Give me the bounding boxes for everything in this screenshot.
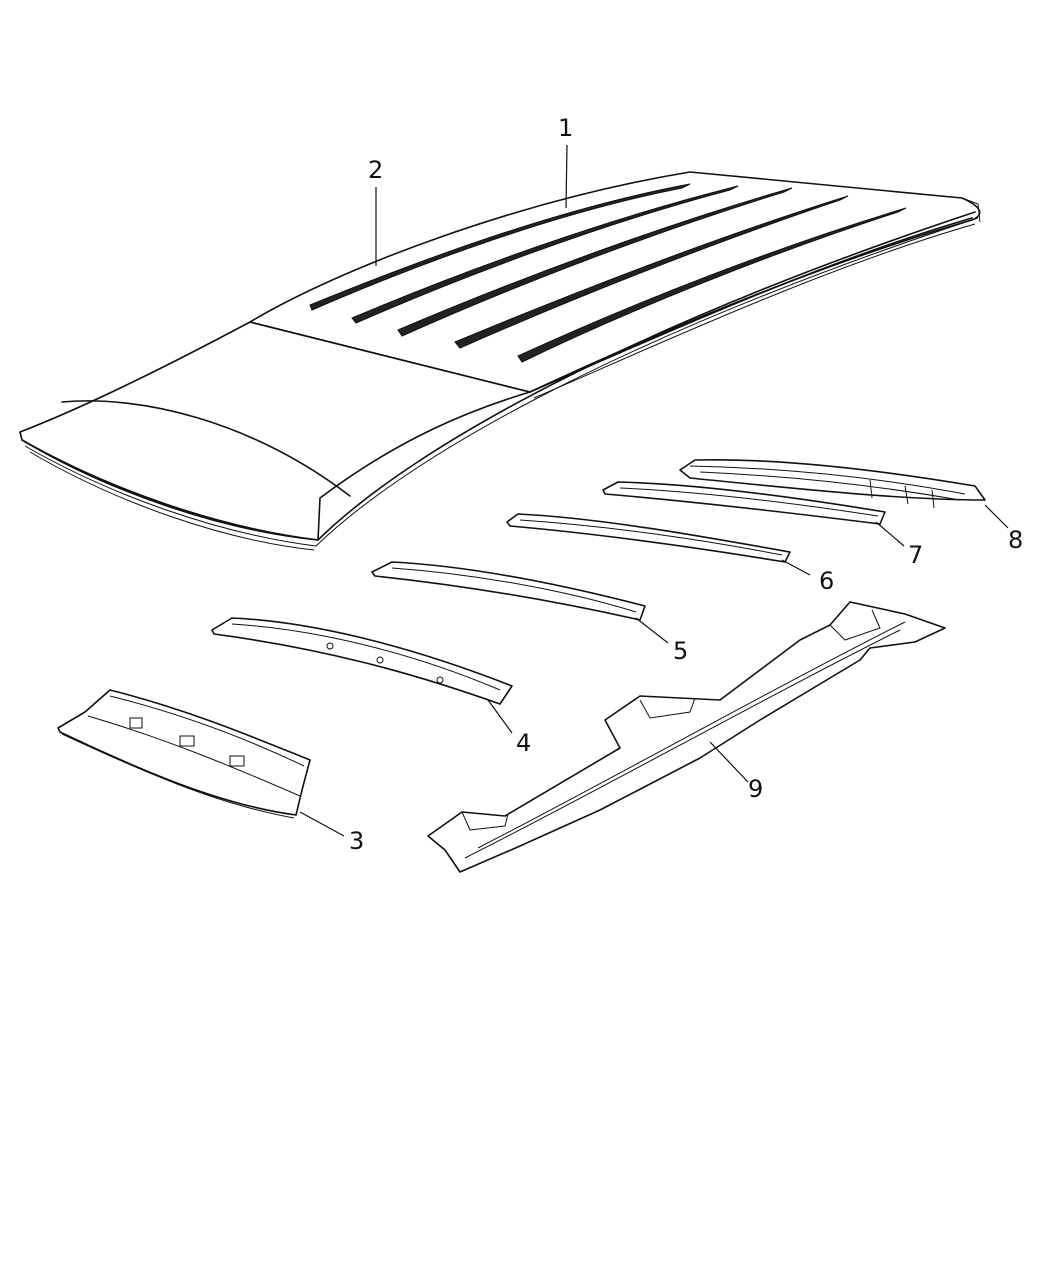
callout-1: 1	[558, 114, 573, 142]
roof-bow-5	[371, 561, 646, 621]
callout-6: 6	[819, 567, 834, 595]
callout-4: 4	[516, 729, 531, 757]
callout-3: 3	[349, 827, 364, 855]
roof-header-3	[57, 689, 311, 819]
leader-5	[635, 617, 669, 644]
roof-bow-8	[679, 458, 986, 509]
roof-bow-6	[506, 513, 791, 563]
leader-lines	[299, 144, 1009, 837]
leader-7	[875, 521, 905, 547]
roof-side-rail-9	[427, 601, 946, 873]
roof-bow-7	[602, 481, 886, 525]
callout-2: 2	[368, 156, 383, 184]
leader-4	[487, 699, 513, 734]
leader-8	[984, 504, 1009, 529]
callout-7: 7	[908, 541, 923, 569]
roof-panel	[19, 171, 981, 551]
leader-1	[565, 144, 568, 209]
callout-8: 8	[1008, 526, 1023, 554]
leader-6	[781, 559, 811, 576]
callouts: 1 2 3 4 5 6 7 8 9	[349, 114, 1023, 855]
leader-3	[299, 811, 345, 837]
leader-9	[709, 741, 749, 783]
callout-5: 5	[673, 637, 688, 665]
roof-bow-4	[211, 617, 513, 705]
callout-9: 9	[748, 775, 763, 803]
